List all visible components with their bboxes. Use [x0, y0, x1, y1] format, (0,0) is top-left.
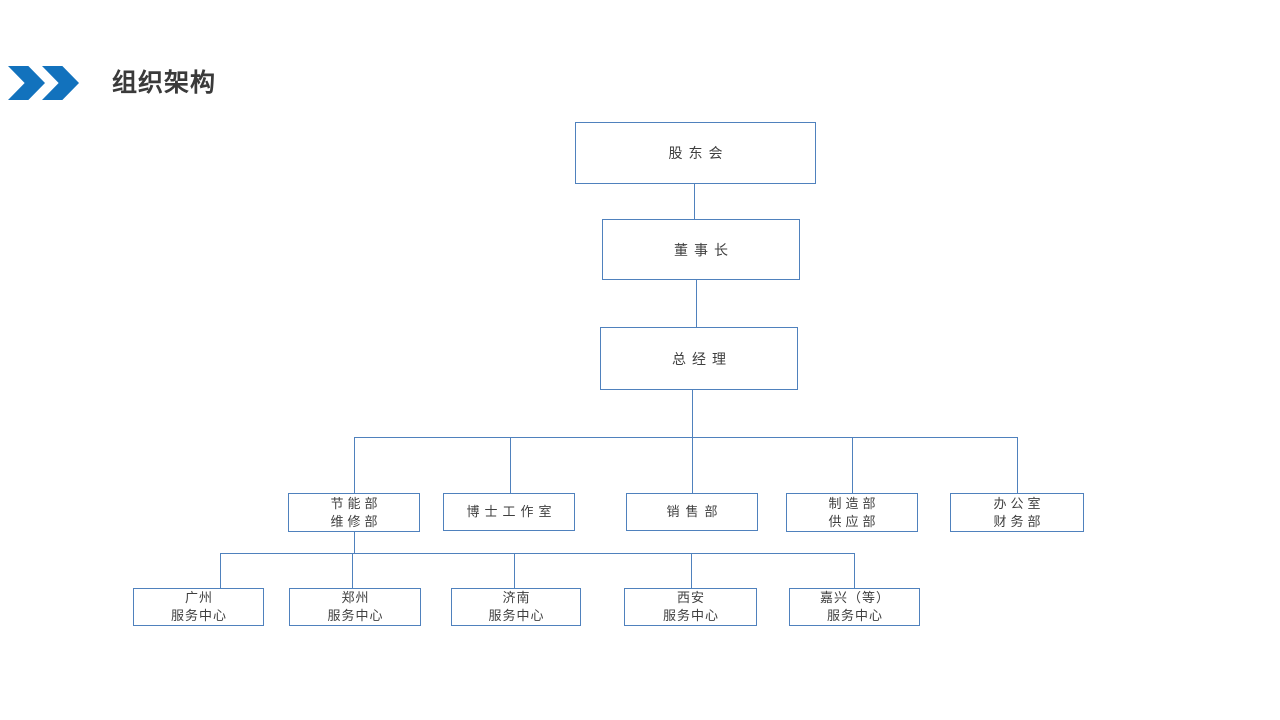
org-node-label: 董事长: [674, 241, 734, 258]
org-node-shareholders: 股东会: [575, 122, 816, 184]
drop-phd-studio: [510, 437, 512, 493]
org-node-jiaxing-service-center: 嘉兴（等） 服务中心: [789, 588, 920, 626]
org-node-label: 服务中心: [327, 608, 384, 623]
drop-jinan: [514, 553, 516, 588]
org-node-guangzhou-service-center: 广州 服务中心: [133, 588, 264, 626]
connector-gm-bus: [692, 390, 694, 437]
drop-sales: [692, 437, 694, 493]
drop-manufacturing-supply: [852, 437, 854, 493]
org-node-phd-studio: 博士工作室: [443, 493, 575, 531]
org-node-label: 济南: [502, 590, 531, 605]
drop-energy-maintenance: [354, 437, 356, 493]
chevron-right-icon: [42, 66, 79, 100]
org-node-office-finance: 办公室 财务部: [950, 493, 1084, 532]
drop-jiaxing: [854, 553, 856, 588]
org-node-label: 制造部: [828, 495, 880, 511]
drop-xian: [691, 553, 693, 588]
org-node-label: 办公室: [993, 495, 1045, 511]
bus-line-level4: [354, 437, 1018, 439]
org-node-chairman: 董事长: [602, 219, 800, 280]
org-node-jinan-service-center: 济南 服务中心: [451, 588, 581, 626]
org-node-label: 节能部: [330, 495, 382, 511]
org-node-label: 服务中心: [170, 608, 227, 623]
chevron-right-icon: [8, 66, 45, 100]
org-node-label: 财务部: [993, 513, 1045, 529]
page-title: 组织架构: [112, 69, 217, 97]
org-node-xian-service-center: 西安 服务中心: [624, 588, 757, 626]
org-node-label: 嘉兴（等）: [819, 590, 890, 605]
org-node-label: 销售部: [666, 504, 724, 519]
connector-chairman-gm: [696, 280, 698, 327]
org-node-label: 供应部: [828, 513, 880, 529]
org-node-label: 总经理: [672, 350, 732, 367]
org-node-zhengzhou-service-center: 郑州 服务中心: [289, 588, 421, 626]
org-node-label: 郑州: [341, 590, 370, 605]
org-node-energy-maintenance: 节能部 维修部: [288, 493, 420, 532]
org-node-label: 博士工作室: [466, 504, 557, 519]
org-node-label: 服务中心: [826, 608, 883, 623]
drop-office-finance: [1017, 437, 1019, 493]
drop-zhengzhou: [352, 553, 354, 588]
org-node-general-manager: 总经理: [600, 327, 798, 390]
connector-energy-bus: [354, 532, 356, 553]
org-node-label: 服务中心: [488, 608, 545, 623]
org-node-label: 西安: [676, 590, 705, 605]
org-node-label: 广州: [184, 590, 213, 605]
connector-shareholders-chairman: [694, 184, 696, 219]
drop-guangzhou: [220, 553, 222, 588]
org-node-manufacturing-supply: 制造部 供应部: [786, 493, 918, 532]
org-node-label: 服务中心: [662, 608, 719, 623]
org-node-sales: 销售部: [626, 493, 758, 531]
bus-line-level5: [220, 553, 855, 555]
org-node-label: 股东会: [668, 145, 729, 161]
org-node-label: 维修部: [330, 513, 382, 529]
